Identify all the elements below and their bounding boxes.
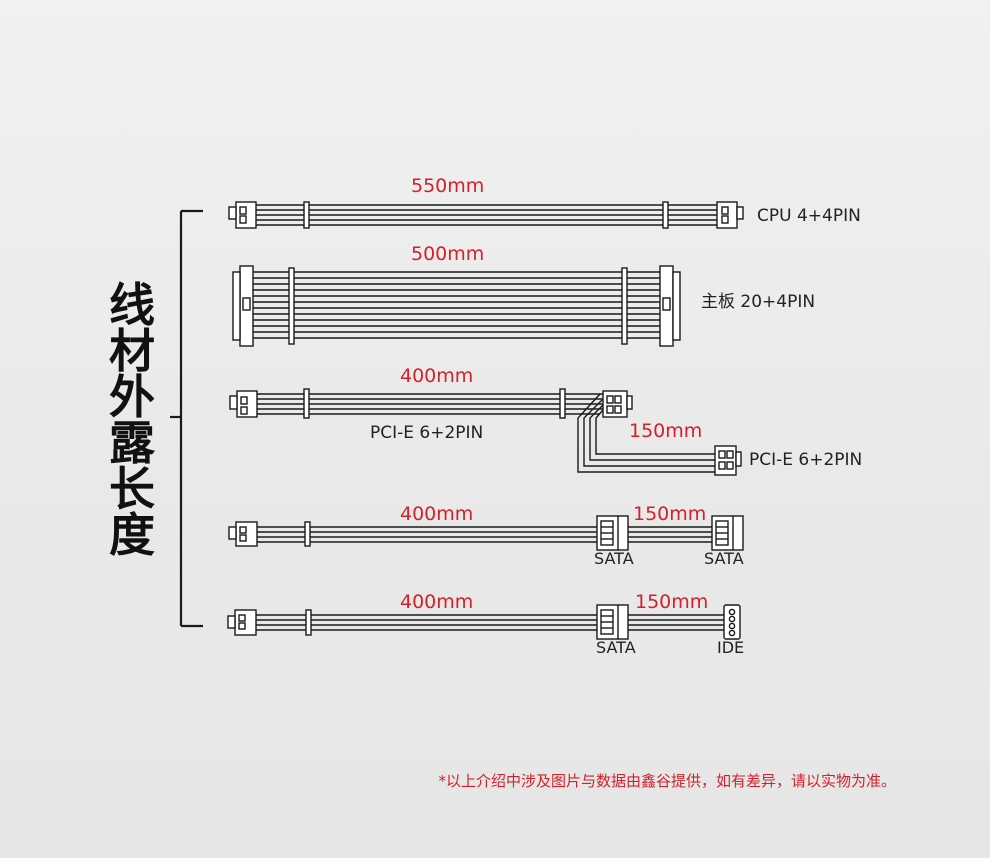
- title-char-3: 外: [109, 370, 155, 424]
- cable-mb: [232, 265, 681, 347]
- pcie-branch-length-label: 150mm: [629, 420, 703, 442]
- bracket: [170, 209, 203, 628]
- sata-connector-1-label: SATA: [594, 549, 634, 568]
- cpu-length-label: 550mm: [411, 175, 485, 197]
- ide-branch-length-label: 150mm: [635, 591, 709, 613]
- ide-connector-label: IDE: [717, 638, 745, 657]
- cable-pcie: [229, 388, 742, 476]
- title-char-5: 长: [109, 462, 155, 516]
- title-char-2: 材: [109, 324, 155, 378]
- cable-cpu: [228, 201, 744, 229]
- mb-connector-label: 主板 20+4PIN: [701, 292, 816, 312]
- sata-branch-length-label: 150mm: [633, 503, 707, 525]
- ide-sata-connector-label: SATA: [596, 638, 636, 657]
- disclaimer-note: *以上介绍中涉及图片与数据由鑫谷提供，如有差异，请以实物为准。: [438, 772, 896, 790]
- mb-length-label: 500mm: [411, 243, 485, 265]
- ide-length-label: 400mm: [400, 591, 474, 613]
- pcie-connector-label: PCI-E 6+2PIN: [370, 423, 484, 443]
- cable-ide: [227, 604, 741, 640]
- pcie-branch-connector-label: PCI-E 6+2PIN: [749, 450, 863, 470]
- sata-connector-2-label: SATA: [704, 549, 744, 568]
- pcie-length-label: 400mm: [400, 365, 474, 387]
- title-char-4: 露: [109, 416, 155, 470]
- title-char-1: 线: [109, 278, 155, 332]
- sata-length-label: 400mm: [400, 503, 474, 525]
- cpu-connector-label: CPU 4+4PIN: [757, 206, 861, 226]
- cable-sata: [228, 515, 744, 551]
- title-char-6: 度: [109, 508, 155, 562]
